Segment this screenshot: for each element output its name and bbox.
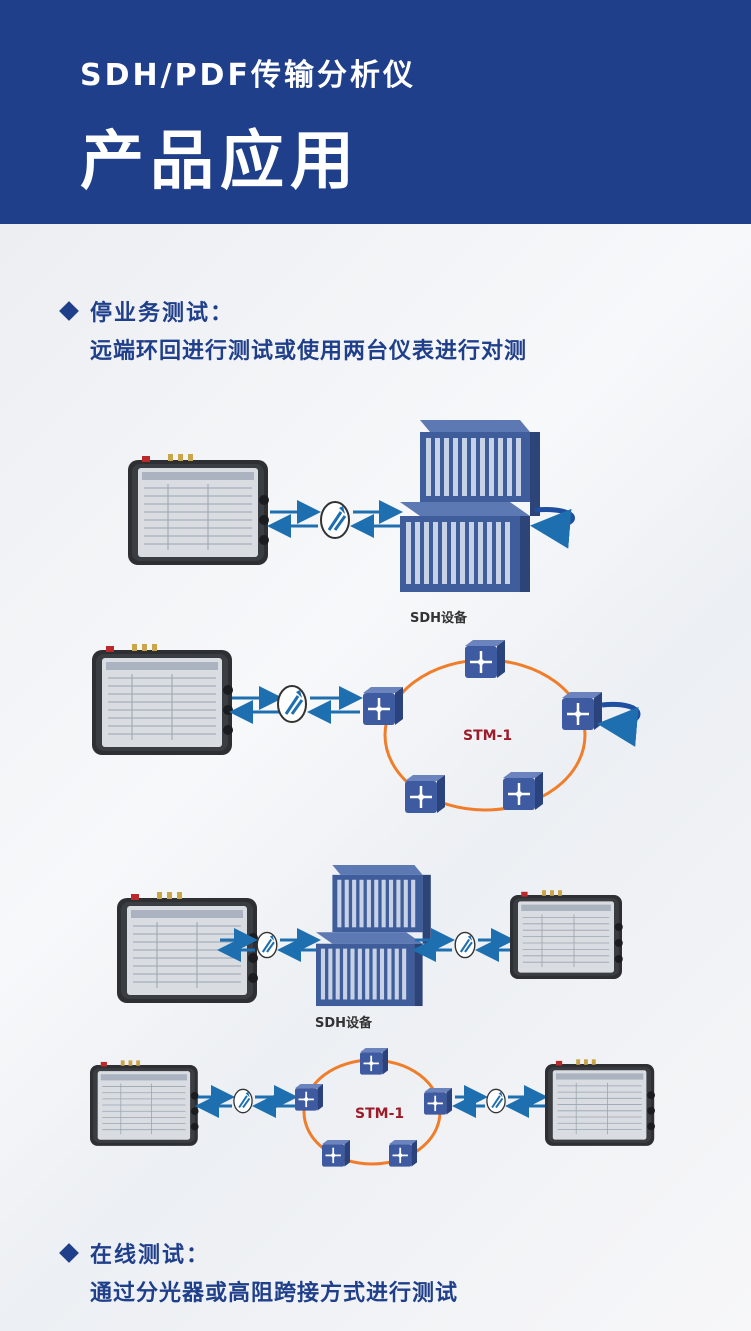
coupler-icon xyxy=(232,1088,254,1114)
section-offline-test: 停业务测试： 远端环回进行测试或使用两台仪表进行对测 xyxy=(59,295,528,365)
tester-device-icon xyxy=(89,1059,199,1147)
sdh-equipment-icon xyxy=(316,865,431,1007)
adm-node-icon xyxy=(321,1139,351,1168)
adm-node-icon xyxy=(359,1047,389,1076)
diamond-bullet-icon xyxy=(59,1243,79,1263)
adm-node-icon xyxy=(423,1087,453,1116)
diamond-bullet-icon xyxy=(59,301,79,321)
section-heading: 停业务测试： xyxy=(90,301,235,326)
adm-node-icon xyxy=(403,773,447,815)
coupler-icon xyxy=(485,1088,507,1114)
product-subtitle: SDH/PDF传输分析仪 xyxy=(80,58,416,93)
coupler-icon xyxy=(256,931,278,959)
adm-node-icon xyxy=(294,1083,324,1112)
application-diagram: SDH设备 STM-1 SDH设备 STM-1 xyxy=(89,420,656,1168)
adm-node-icon xyxy=(501,770,545,812)
section-online-test: 在线测试： 通过分光器或高阻跨接方式进行测试 xyxy=(59,1237,459,1307)
ring-label: STM-1 xyxy=(463,728,512,744)
adm-node-icon xyxy=(560,690,604,732)
section-description: 远端环回进行测试或使用两台仪表进行对测 xyxy=(90,339,528,364)
content-background xyxy=(0,224,751,1331)
adm-node-icon xyxy=(361,685,405,727)
section-description: 通过分光器或高阻跨接方式进行测试 xyxy=(90,1281,459,1306)
tester-device-icon xyxy=(544,1058,656,1147)
page-title: 产品应用 xyxy=(80,125,360,199)
section-heading: 在线测试： xyxy=(90,1243,211,1268)
adm-node-icon xyxy=(388,1139,418,1168)
tester-device-icon xyxy=(91,643,234,756)
coupler-icon xyxy=(319,500,351,540)
equipment-label: SDH设备 xyxy=(410,610,468,626)
equipment-label: SDH设备 xyxy=(315,1015,373,1031)
coupler-icon xyxy=(454,931,476,959)
tester-device-icon xyxy=(127,453,270,566)
tester-device-icon xyxy=(116,891,259,1004)
adm-node-icon xyxy=(463,638,507,680)
ring-label: STM-1 xyxy=(355,1106,404,1122)
page-header: SDH/PDF传输分析仪 产品应用 xyxy=(0,0,751,224)
coupler-icon xyxy=(276,684,308,724)
tester-device-icon xyxy=(509,889,624,980)
sdh-equipment-icon xyxy=(400,420,540,592)
